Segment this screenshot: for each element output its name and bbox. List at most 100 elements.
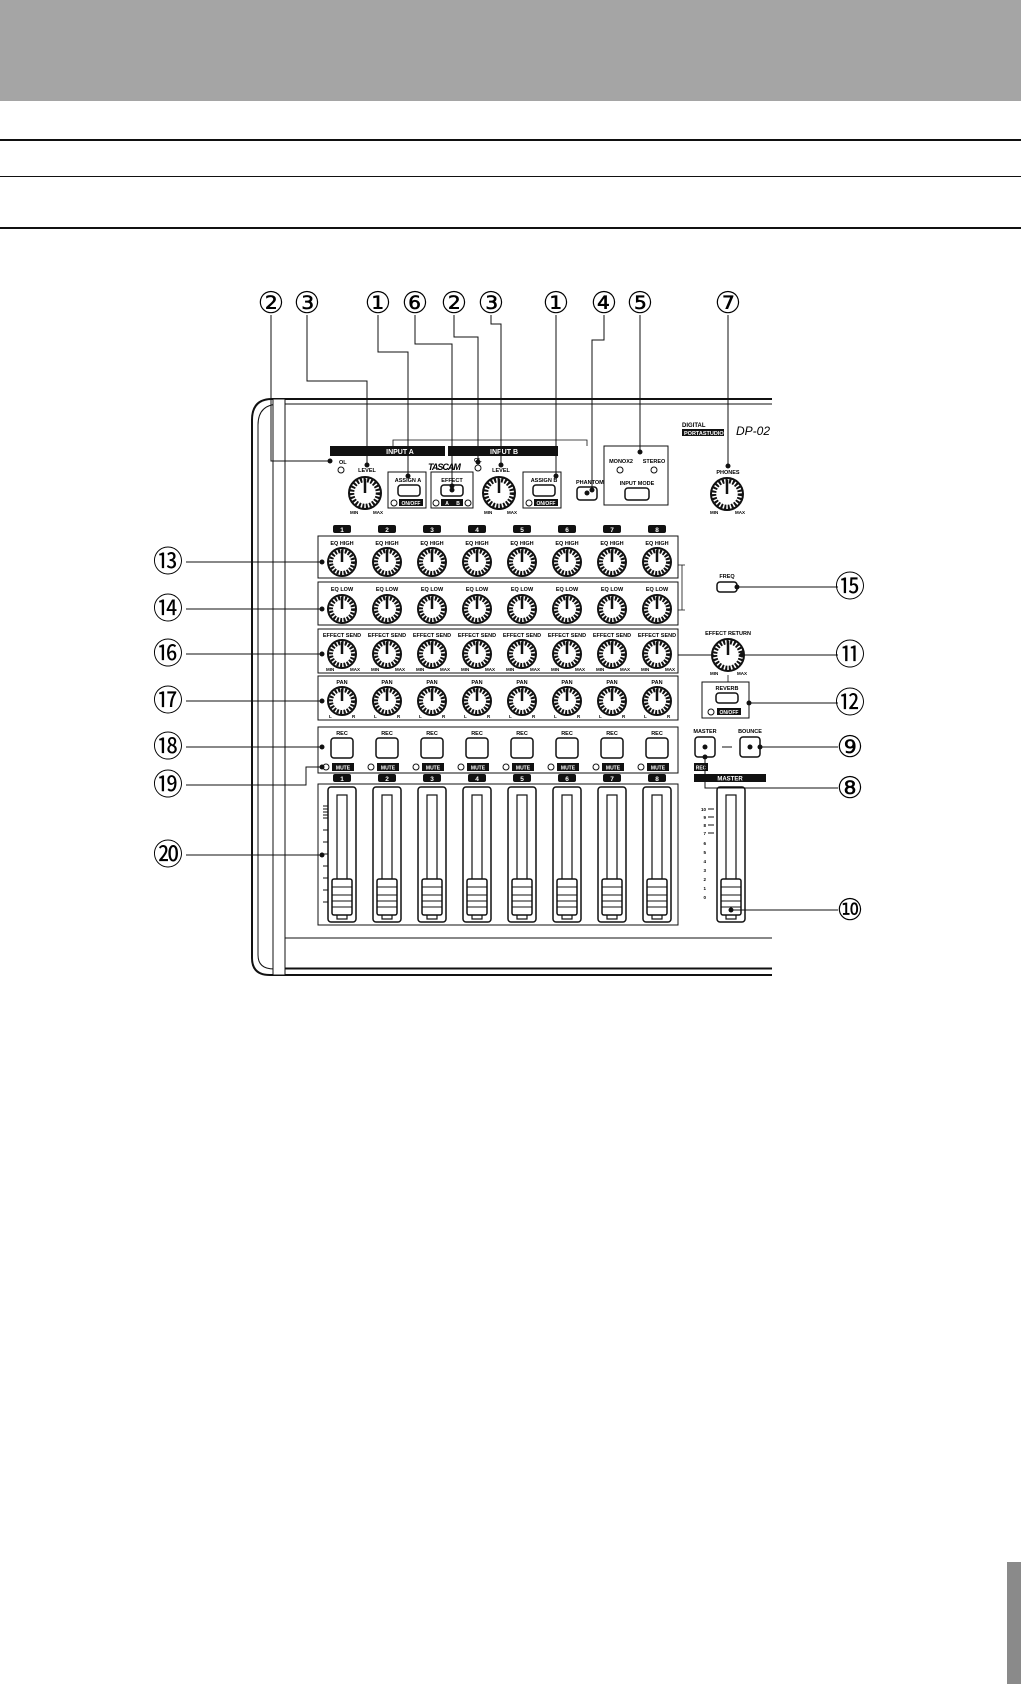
effect-send-knob[interactable] <box>596 638 628 670</box>
eq-low-row: EQ LOW EQ LOW EQ LOW EQ LOW EQ LOW EQ LO… <box>326 587 673 625</box>
eq-low-label: EQ LOW <box>421 587 444 593</box>
phones-label: PHONES <box>716 470 740 476</box>
rec-button[interactable] <box>510 737 534 759</box>
channel-fader[interactable] <box>642 786 672 923</box>
effect-send-max: MAX <box>485 667 495 672</box>
effect-b-led <box>464 499 472 507</box>
assign-b-onoff: ON/OFF <box>537 501 556 507</box>
eq-low-knob[interactable] <box>596 593 628 625</box>
assign-b-button[interactable] <box>532 484 556 497</box>
reverb-button[interactable] <box>715 692 739 704</box>
level-a-knob[interactable] <box>349 477 381 509</box>
effect-send-label: EFFECT SEND <box>638 633 676 639</box>
effect-send-knob[interactable] <box>371 638 403 670</box>
effect-send-min: MIN <box>641 667 649 672</box>
channel-fader[interactable] <box>372 786 402 923</box>
callout-2: ② <box>441 287 468 320</box>
eq-high-knob[interactable] <box>371 546 403 578</box>
assign-a-button[interactable] <box>397 484 421 497</box>
input-mode-frame <box>603 445 669 506</box>
rec-row-frame <box>317 726 679 774</box>
callout-10: ⑩ <box>837 894 864 927</box>
eq-low-knob[interactable] <box>461 593 493 625</box>
rec-label: REC <box>381 731 393 737</box>
rec-button[interactable] <box>465 737 489 759</box>
effect-send-knob[interactable] <box>416 638 448 670</box>
eq-low-knob[interactable] <box>641 593 673 625</box>
eq-high-knob[interactable] <box>641 546 673 578</box>
pan-knob[interactable] <box>416 685 448 717</box>
rec-label: REC <box>606 731 618 737</box>
phones-knob[interactable] <box>711 478 743 510</box>
input-b-label: INPUT B <box>490 449 518 456</box>
ol-a-led <box>337 466 345 474</box>
pan-r: R <box>487 714 491 719</box>
effect-send-knob[interactable] <box>641 638 673 670</box>
eq-high-knob[interactable] <box>506 546 538 578</box>
page-header-bar <box>0 0 1021 101</box>
level-a-label: LEVEL <box>358 468 376 474</box>
eq-high-knob[interactable] <box>461 546 493 578</box>
master-fader[interactable] <box>716 786 746 923</box>
phones-min: MIN <box>710 510 718 515</box>
eq-high-knob[interactable] <box>596 546 628 578</box>
reverb-frame <box>701 681 750 719</box>
callout-9: ⑨ <box>837 731 864 764</box>
mute-label: MUTE <box>381 766 396 772</box>
effect-send-label: EFFECT SEND <box>413 633 451 639</box>
channel-fader[interactable] <box>552 786 582 923</box>
channel-number-bottom: 5 <box>520 776 524 783</box>
mute-label: MUTE <box>336 766 351 772</box>
effect-return-knob[interactable] <box>712 639 744 671</box>
eq-low-label: EQ LOW <box>556 587 579 593</box>
eq-high-label: EQ HIGH <box>420 541 443 547</box>
pan-knob[interactable] <box>461 685 493 717</box>
eq-low-knob[interactable] <box>551 593 583 625</box>
pan-knob[interactable] <box>641 685 673 717</box>
rec-button[interactable] <box>330 737 354 759</box>
rec-button[interactable] <box>375 737 399 759</box>
effect-send-label: EFFECT SEND <box>503 633 541 639</box>
rec-button[interactable] <box>645 737 669 759</box>
mute-led <box>367 763 375 771</box>
rec-button[interactable] <box>555 737 579 759</box>
pan-knob[interactable] <box>551 685 583 717</box>
level-b-max: MAX <box>507 510 517 515</box>
eq-low-knob[interactable] <box>371 593 403 625</box>
effect-send-knob[interactable] <box>506 638 538 670</box>
pan-knob[interactable] <box>596 685 628 717</box>
eq-high-label: EQ HIGH <box>375 541 398 547</box>
eq-high-knob[interactable] <box>551 546 583 578</box>
rec-button[interactable] <box>420 737 444 759</box>
level-b-knob[interactable] <box>483 477 515 509</box>
effect-send-knob[interactable] <box>551 638 583 670</box>
chassis-outline <box>251 398 772 976</box>
pan-knob[interactable] <box>506 685 538 717</box>
rec-button[interactable] <box>600 737 624 759</box>
channel-fader[interactable] <box>597 786 627 923</box>
freq-button[interactable] <box>716 581 738 593</box>
channel-fader[interactable] <box>462 786 492 923</box>
callout-3: ③ <box>294 287 321 320</box>
eq-low-knob[interactable] <box>326 593 358 625</box>
channel-fader[interactable] <box>327 786 357 923</box>
input-mode-button[interactable] <box>624 487 650 501</box>
eq-low-knob[interactable] <box>506 593 538 625</box>
callout-4: ④ <box>591 287 618 320</box>
channel-fader[interactable] <box>417 786 447 923</box>
effect-send-knob[interactable] <box>461 638 493 670</box>
pan-knob[interactable] <box>371 685 403 717</box>
callout-3: ③ <box>478 287 505 320</box>
eq-high-knob[interactable] <box>326 546 358 578</box>
callout-6: ⑥ <box>402 287 429 320</box>
eq-high-knob[interactable] <box>416 546 448 578</box>
assign-a-onoff: ON/OFF <box>402 501 421 507</box>
channel-fader[interactable] <box>507 786 537 923</box>
pan-knob[interactable] <box>326 685 358 717</box>
rec-label: REC <box>336 731 348 737</box>
pan-label: PAN <box>651 680 662 686</box>
eq-low-knob[interactable] <box>416 593 448 625</box>
effect-send-knob[interactable] <box>326 638 358 670</box>
callout-8: ⑧ <box>837 772 864 805</box>
mute-label: MUTE <box>561 766 576 772</box>
